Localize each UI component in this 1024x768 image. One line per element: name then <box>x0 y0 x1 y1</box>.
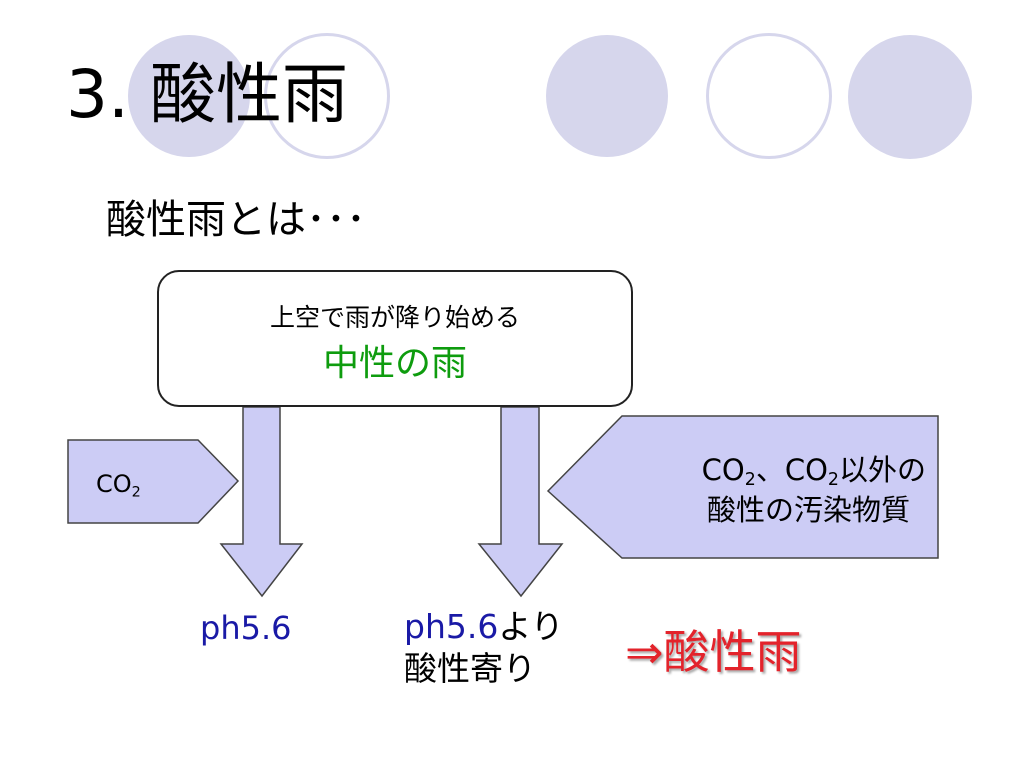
right-input-line1: CO2、CO2以外の <box>701 453 926 491</box>
result-ph-value: ph5.6 <box>404 607 499 646</box>
page-title: 3. 酸性雨 <box>66 56 348 133</box>
middle-down-arrow <box>477 406 564 598</box>
left-input-arrow <box>67 439 240 524</box>
decor-circle-5 <box>848 35 972 159</box>
left-down-arrow <box>219 406 304 598</box>
neutral-rain-text: 中性の雨 <box>322 343 467 384</box>
rain-start-box: 上空で雨が降り始める 中性の雨 <box>157 270 633 407</box>
acid-rain-conclusion: ⇒酸性雨 <box>625 625 802 679</box>
result-ph-suffix: より <box>498 607 564 646</box>
decor-circle-4 <box>706 33 832 159</box>
result-ph-middle: ph5.6より 酸性寄り <box>404 606 564 690</box>
right-input-label: CO2、CO2以外の 酸性の汚染物質 <box>586 450 926 530</box>
subtitle: 酸性雨とは･･･ <box>106 197 366 243</box>
decor-circle-2 <box>264 33 390 159</box>
right-input-line2: 酸性の汚染物質 <box>706 493 910 527</box>
result-ph-line2: 酸性寄り <box>404 649 536 688</box>
decor-circle-1 <box>128 35 250 157</box>
result-ph-left: ph5.6 <box>200 609 292 647</box>
right-input-arrow <box>546 415 939 559</box>
rain-start-text: 上空で雨が降り始める <box>269 303 520 332</box>
decor-circle-3 <box>546 35 668 157</box>
left-input-label: CO2 <box>96 470 141 501</box>
